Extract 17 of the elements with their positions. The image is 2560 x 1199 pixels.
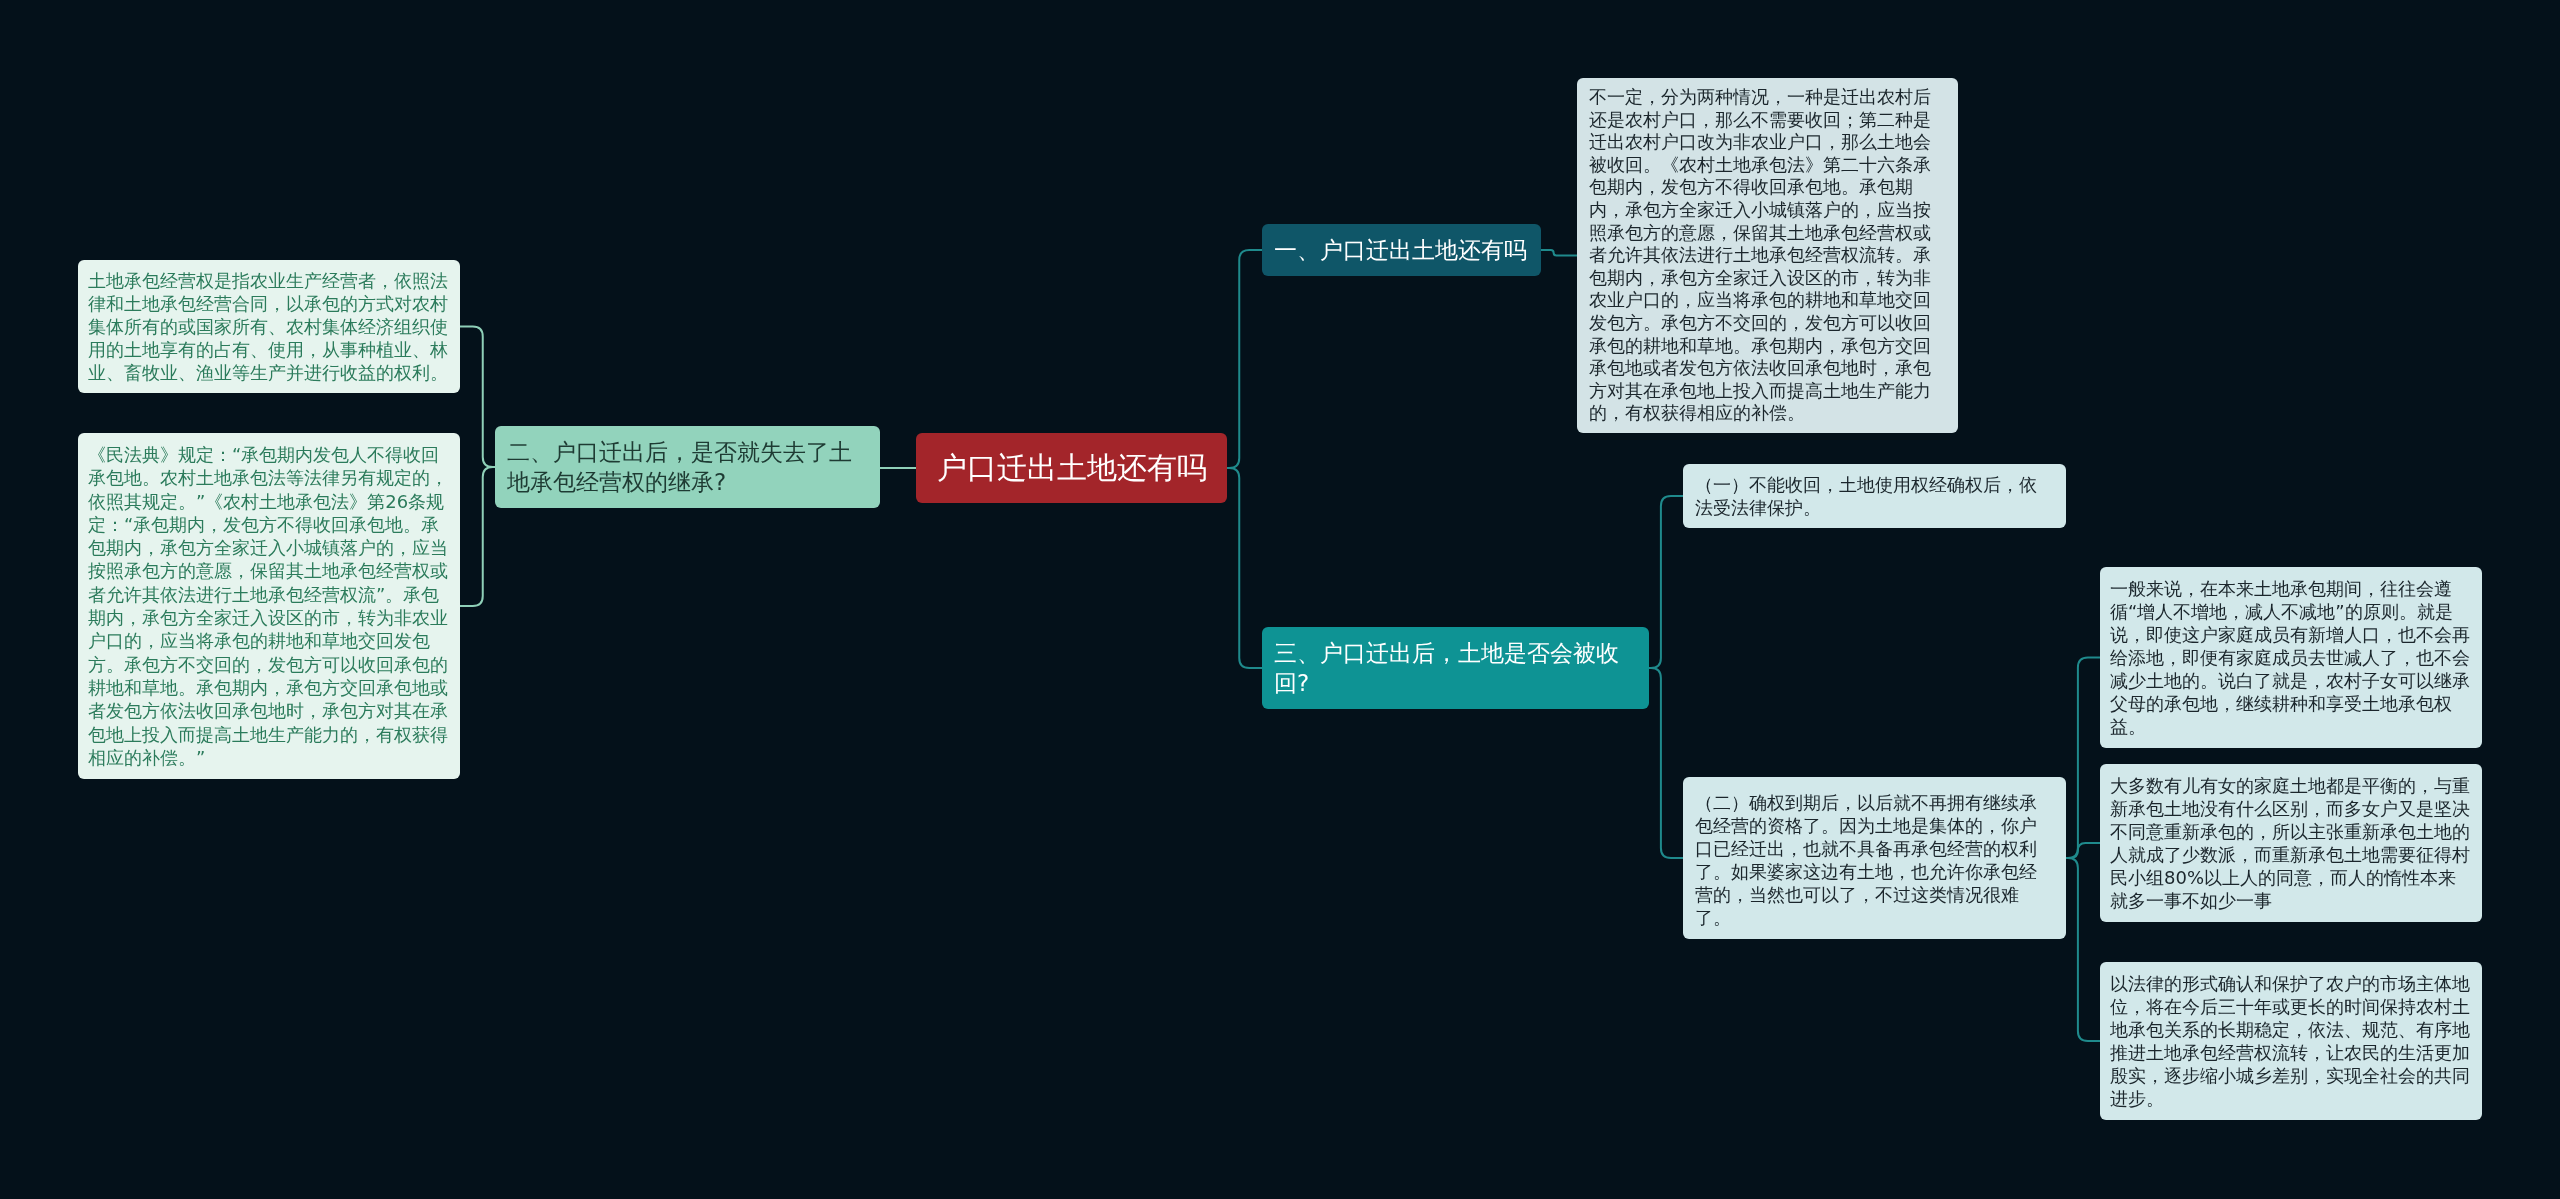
branch-box: 二、户口迁出后，是否就失去了土地承包经营权的继承? — [495, 426, 880, 508]
note-box: 《民法典》规定：“承包期内发包人不得收回承包地。农村土地承包法等法律另有规定的，依照其规定。”《农村土地承包法》第26条规定：“承包期内，发包方不得收回承包地。承包期内，承包方全家迁入小城镇落户的，应当按照承包方的意愿，保留其土地承包经营权或者允许其依法进行土地承包经营权流”。承包期内，承包方全家迁入设区的市，转为非农业户口的，应当将承包的耕地和草地交回发包方。承包方不交回的，发包方可以收回承包的耕地和草地。承包期内，承包方交回承包地或者发包方依法收回承包地时，承包方对其在承包地上投入而提高土地生产能力的，有权获得相应的补偿。” — [78, 433, 460, 780]
note-box: （二）确权到期后，以后就不再拥有继续承包经营的资格了。因为土地是集体的，你户口已经迁出，也就不具备再承包经营的权利了。如果婆家这边有土地，也允许你承包经营的，当然也可以了，不过这类情况很难了。 — [1683, 777, 2066, 939]
branch-box: （一）不能收回，土地使用权经确权后，依法受法律保护。 — [1683, 464, 2066, 528]
connector — [459, 466, 496, 607]
connector — [1648, 667, 1684, 859]
connector — [879, 467, 917, 469]
note-box: 大多数有儿有女的家庭土地都是平衡的，与重新承包土地没有什么区别，而多女户又是坚决不同意重新承包的，所以主张重新承包土地的人就成了少数派，而重新承包土地需要征得村民小组80%以上人的同意，而人的惰性本来就多一事不如少一事 — [2100, 764, 2482, 922]
topic-box: 户口迁出土地还有吗 — [916, 433, 1227, 503]
branch-box: 三、户口迁出后，土地是否会被收回? — [1262, 627, 1649, 709]
connector — [2065, 857, 2101, 1042]
connector — [1540, 249, 1578, 257]
note-box: 一般来说，在本来土地承包期间，往往会遵循“增人不增地，减人不减地”的原则。就是说，即使这户家庭成员有新增人口，也不会再给添地，即便有家庭成员去世减人了，也不会减少土地的。说白了就是，农村子女可以继承父母的承包地，继续耕种和享受土地承包权益。 — [2100, 567, 2482, 748]
note-box: 以法律的形式确认和保护了农户的市场主体地位，将在今后三十年或更长的时间保持农村土地承包关系的长期稳定，依法、规范、有序地推进土地承包经营权流转，让农民的生活更加殷实，逐步缩小城乡差别，实现全社会的共同进步。 — [2100, 962, 2482, 1120]
note-box: 土地承包经营权是指农业生产经营者，依照法律和土地承包经营合同，以承包的方式对农村集体所有的或国家所有、农村集体经济组织使用的土地享有的占有、使用，从事种植业、林业、畜牧业、渔业等生产并进行收益的权利。 — [78, 260, 460, 393]
branch-box: 一、户口迁出土地还有吗 — [1262, 224, 1541, 276]
note-box: 不一定，分为两种情况，一种是迁出农村后还是农村户口，那么不需要收回；第二种是迁出农村户口改为非农业户口，那么土地会被收回。《农村土地承包法》第二十六条承包期内，发包方不得收回承包地。承包期内，承包方全家迁入小城镇落户的，应当按照承包方的意愿，保留其土地承包经营权或者允许其依法进行土地承包经营权流转。承包期内，承包方全家迁入设区的市，转为非农业户口的，应当将承包的耕地和草地交回发包方。承包方不交回的，发包方可以收回承包的耕地和草地。承包期内，承包方交回承包地或者发包方依法收回承包地时，承包方对其在承包地上投入而提高土地生产能力的，有权获得相应的补偿。 — [1577, 78, 1958, 433]
